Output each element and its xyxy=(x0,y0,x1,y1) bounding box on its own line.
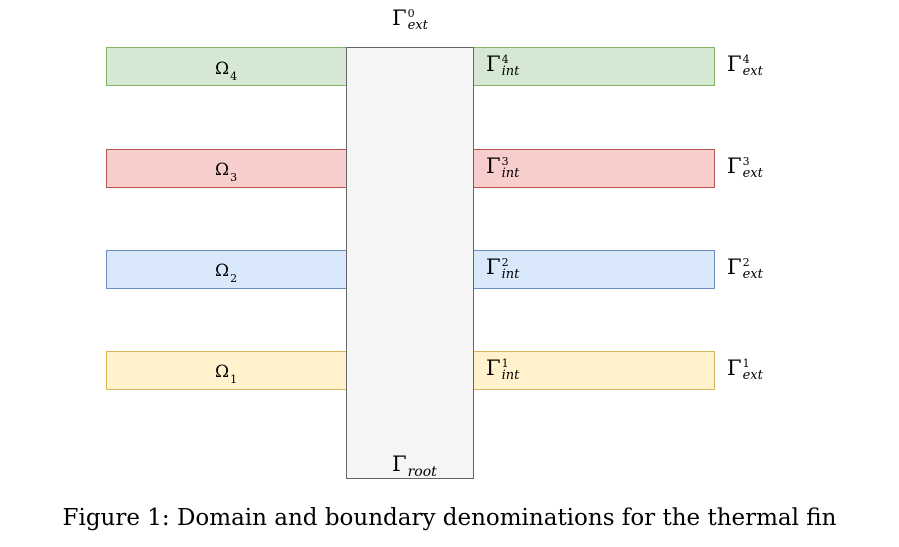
omega-2-label: Ω2 xyxy=(215,261,237,285)
subscript: root xyxy=(407,464,437,480)
subscript: ext xyxy=(742,166,763,181)
fin-2-right-region xyxy=(473,250,715,289)
subscript: ext xyxy=(407,18,428,33)
superscript: 2 xyxy=(742,256,750,269)
omega-4-label: Ω4 xyxy=(215,59,237,83)
gamma-symbol: Γ xyxy=(727,154,742,178)
omega-3-label: Ω3 xyxy=(215,160,237,184)
gamma-symbol: Γ xyxy=(392,452,407,476)
fin-2-left-region xyxy=(106,250,347,289)
superscript: 4 xyxy=(501,53,509,66)
gamma-symbol: Γ xyxy=(392,6,407,30)
omega-symbol: Ω xyxy=(215,261,230,281)
superscript: 4 xyxy=(742,53,750,66)
subscript: ext xyxy=(742,64,763,79)
fin-1-right-region xyxy=(473,351,715,390)
omega-1-label: Ω1 xyxy=(215,362,237,386)
superscript: 1 xyxy=(501,357,509,370)
fin-3-left-region xyxy=(106,149,347,188)
subscript: 2 xyxy=(230,272,238,285)
subscript: int xyxy=(501,267,520,282)
subscript: ext xyxy=(742,267,763,282)
subscript: int xyxy=(501,166,520,181)
gamma-symbol: Γ xyxy=(486,52,501,76)
figure-caption: Figure 1: Domain and boundary denominati… xyxy=(62,505,837,531)
superscript: 0 xyxy=(407,7,415,20)
superscript: 2 xyxy=(501,256,509,269)
gamma-symbol: Γ xyxy=(727,255,742,279)
superscript: 3 xyxy=(501,155,509,168)
omega-symbol: Ω xyxy=(215,362,230,382)
fin-4-left-region xyxy=(106,47,347,86)
omega-symbol: Ω xyxy=(215,59,230,79)
subscript: 4 xyxy=(230,70,238,83)
root-post xyxy=(346,47,474,479)
subscript: 3 xyxy=(230,171,238,184)
fin-3-right-region xyxy=(473,149,715,188)
superscript: 3 xyxy=(742,155,750,168)
gamma-symbol: Γ xyxy=(486,356,501,380)
fin-1-left-region xyxy=(106,351,347,390)
subscript: int xyxy=(501,64,520,79)
gamma-symbol: Γ xyxy=(486,255,501,279)
gamma-symbol: Γ xyxy=(486,154,501,178)
subscript: int xyxy=(501,368,520,383)
root-boundary-label: Γ root xyxy=(392,452,437,480)
gamma-symbol: Γ xyxy=(727,356,742,380)
superscript: 1 xyxy=(742,357,750,370)
subscript: 1 xyxy=(230,373,238,386)
gamma-symbol: Γ xyxy=(727,52,742,76)
subscript: ext xyxy=(742,368,763,383)
omega-symbol: Ω xyxy=(215,160,230,180)
fin-4-right-region xyxy=(473,47,715,86)
top-ext-boundary-label: Γ 0 ext xyxy=(392,6,428,33)
